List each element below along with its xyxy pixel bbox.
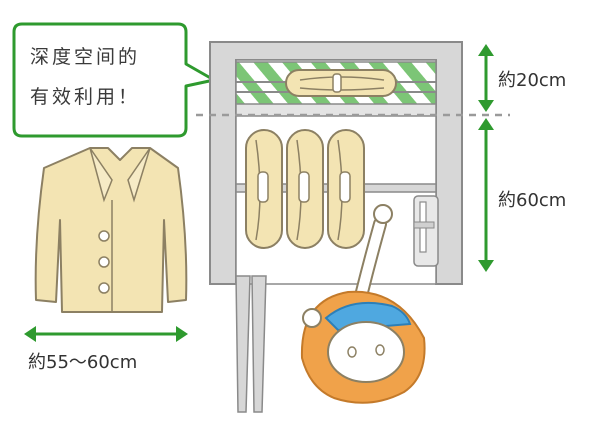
hanging-garment-1 [245,129,283,249]
person-reaching-icon [300,204,426,404]
lower-height-label: 約60cm [498,190,567,211]
dimension-arrow-coat [24,326,188,342]
callout-line-2: 有效利用！ [30,86,141,108]
closet-door [235,275,267,413]
top-height-label: 約20cm [498,70,567,91]
hanging-garment-2 [286,129,324,249]
hanging-clothes [245,129,365,249]
speech-callout [12,22,216,138]
closet-icon [196,41,510,413]
pull-down-pole [413,195,439,267]
callout-line-1: 深度空间的 [30,46,141,68]
folded-garment [285,69,397,97]
coat-width-label: 約55～60cm [28,352,138,373]
dimension-arrow-top [478,44,494,112]
dimension-arrow-lower [478,118,494,272]
jacket-icon [34,147,188,313]
hanging-garment-3 [327,129,365,249]
